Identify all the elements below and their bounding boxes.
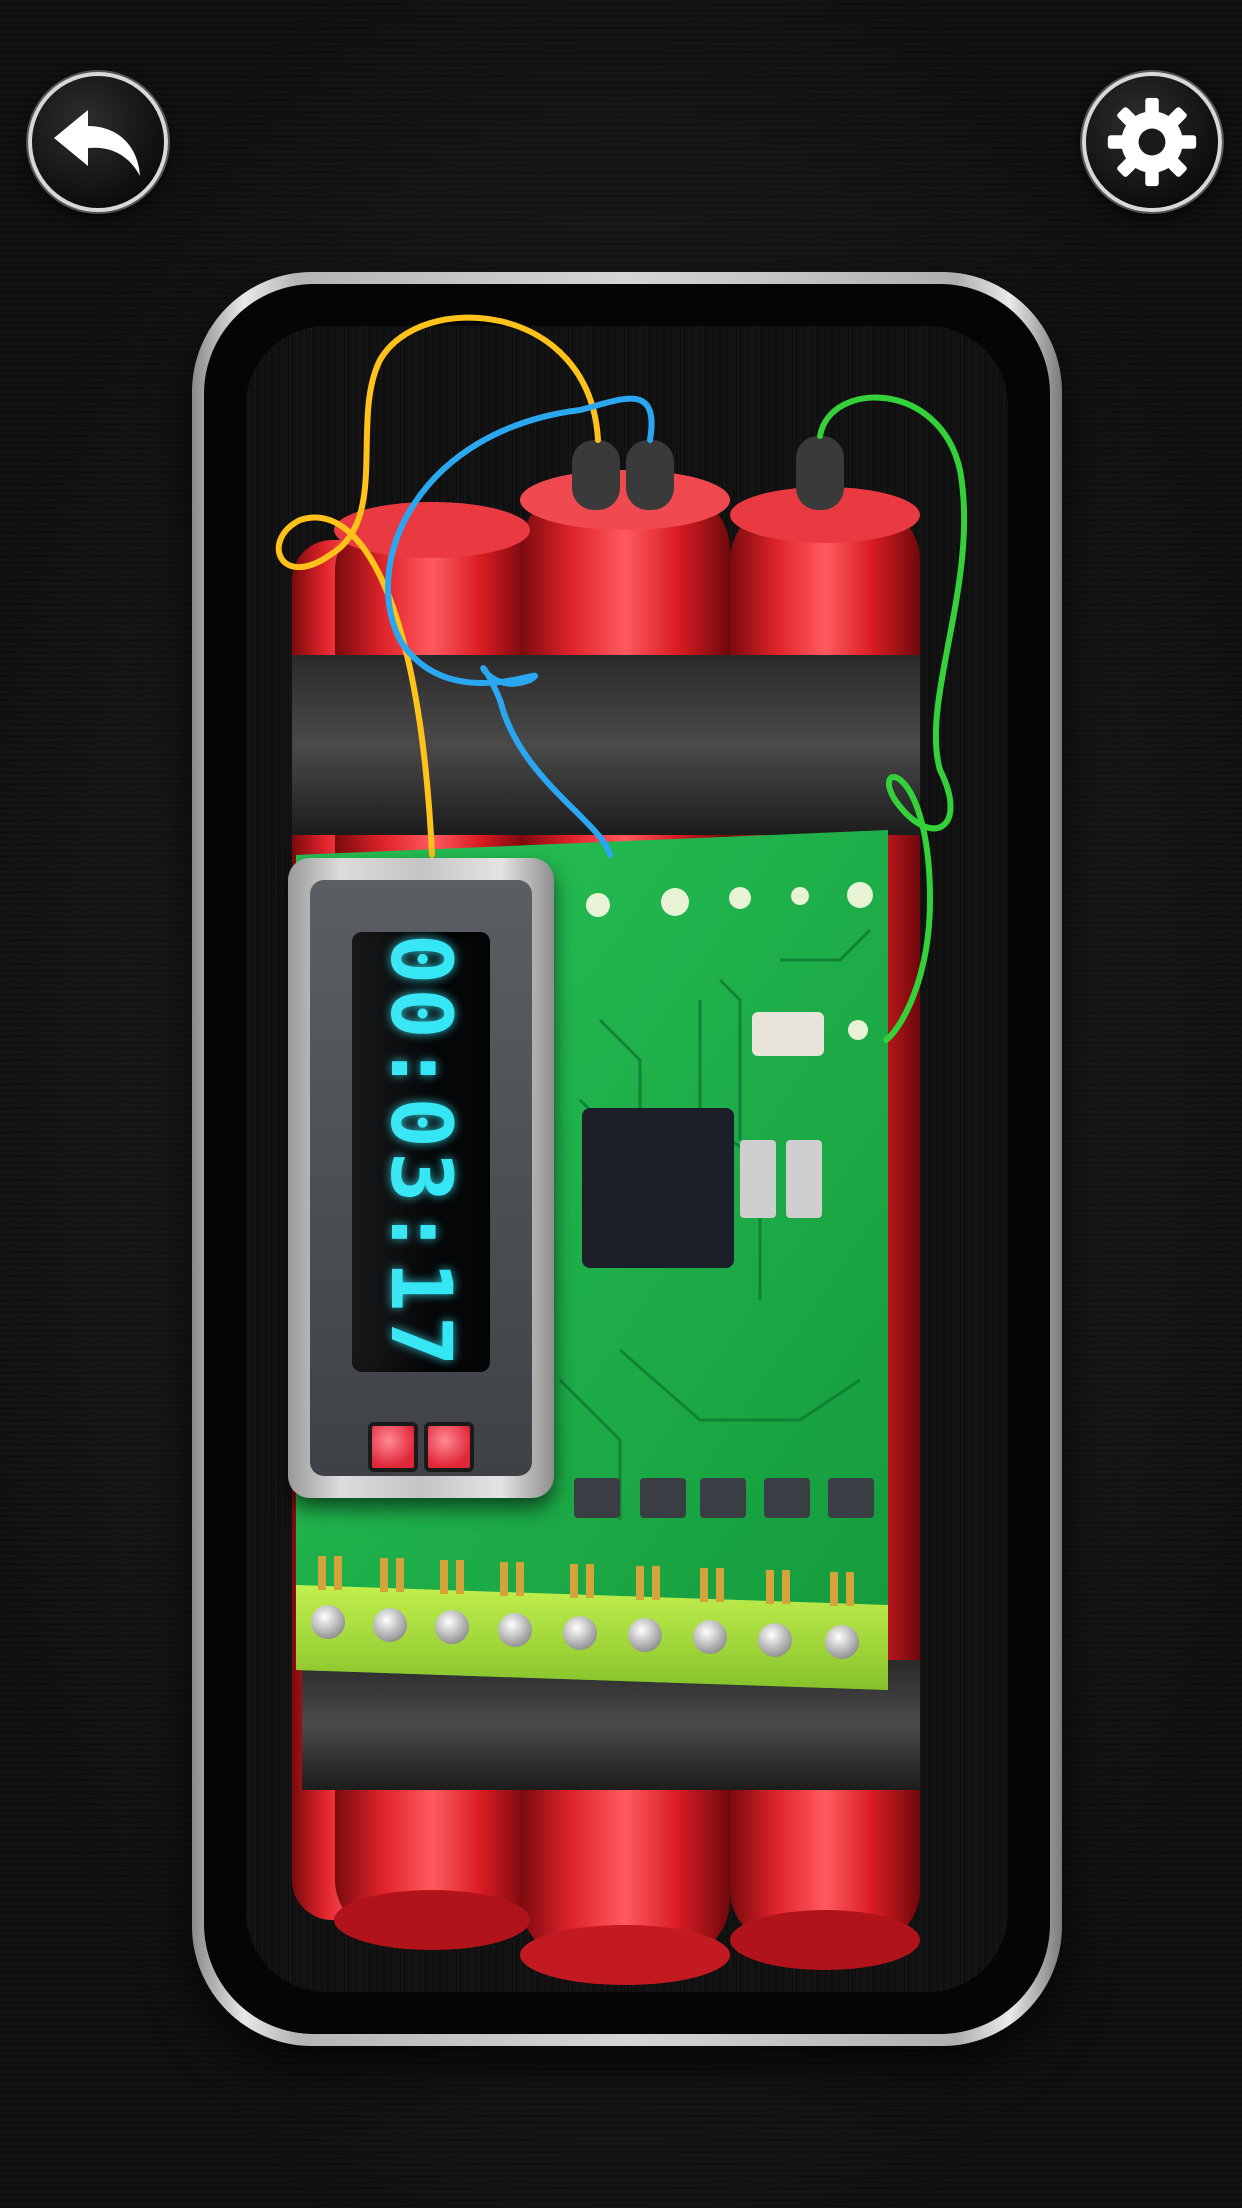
- settings-button[interactable]: [1082, 72, 1222, 212]
- blue-wire: [385, 395, 655, 858]
- timer-display: 00:03:17: [352, 932, 490, 1372]
- green-wire: [817, 394, 968, 1043]
- terminal-strip: [296, 1556, 888, 1690]
- back-button[interactable]: [28, 72, 168, 212]
- timer-module: 00:03:17: [288, 858, 554, 1498]
- back-arrow-icon: [54, 110, 140, 176]
- timer-button-left[interactable]: [368, 1422, 418, 1472]
- tape-band-top: [292, 655, 920, 835]
- yellow-wire: [275, 314, 601, 858]
- countdown-digits: 00:03:17: [372, 933, 470, 1371]
- processor-chip: [582, 1108, 734, 1268]
- wires: [275, 314, 968, 1043]
- timer-button-right[interactable]: [424, 1422, 474, 1472]
- gear-icon: [1107, 97, 1197, 187]
- detonator-caps: [572, 436, 844, 510]
